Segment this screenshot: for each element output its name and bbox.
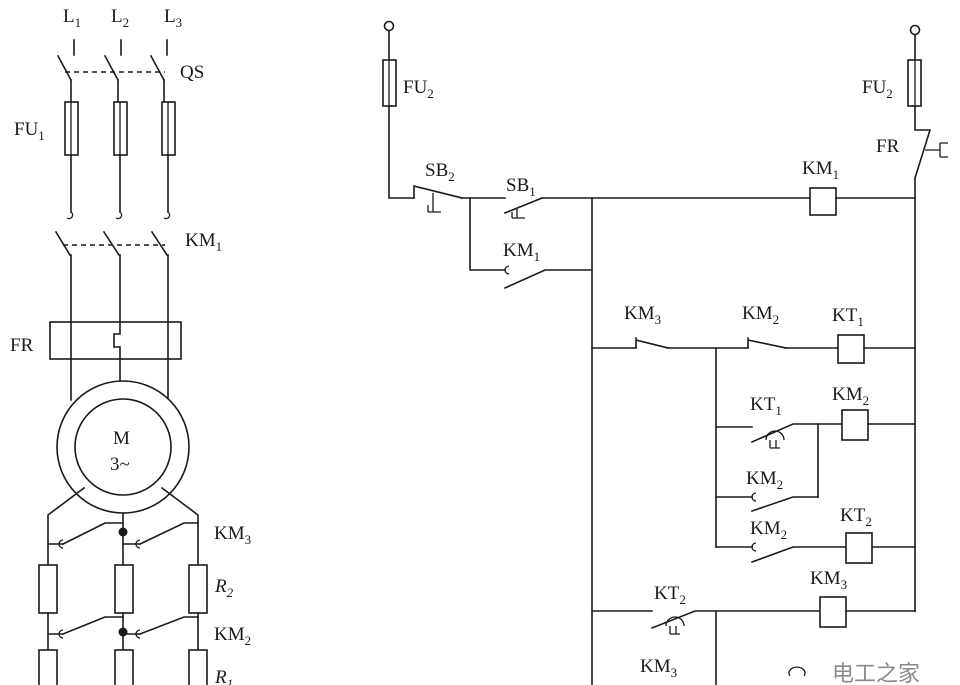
fr-control-label: FR (876, 136, 900, 157)
km3-nc-contact: KM3 (624, 303, 669, 349)
kt2-coil: KT2 (840, 505, 873, 564)
fr-control-contact: FR (876, 105, 948, 180)
motor-phases-label: 3~ (110, 454, 130, 475)
sb1-start-button: SB1 (503, 175, 544, 219)
r2-label: R2 (214, 576, 234, 600)
km1-main-label: KM1 (185, 230, 222, 254)
phase-label-l2: L2 (111, 6, 129, 30)
watermark: 电工之家 (788, 662, 920, 685)
phase-label-l3: L3 (164, 6, 182, 30)
km2-nc-label: KM2 (742, 303, 779, 327)
km2-hold-label: KM2 (746, 468, 783, 492)
km3-hold-contact: KM3 (640, 656, 677, 680)
r2-resistors: R2 (38, 564, 234, 614)
km2-short-contacts: KM2 (47, 616, 251, 648)
km1-hold-label: KM1 (503, 240, 540, 264)
motor: M 3~ (56, 380, 190, 514)
km2-main-label: KM2 (214, 624, 251, 648)
km1-coil-label: KM1 (802, 158, 839, 182)
kt1-timed-label: KT1 (750, 394, 782, 418)
kt2-timed-contact: KT2 (650, 583, 821, 635)
km2-coil-label: KM2 (832, 384, 869, 408)
kt1-coil-label: KT1 (832, 305, 864, 329)
terminal-right (909, 24, 921, 36)
km3-main-label: KM3 (214, 523, 251, 547)
fu1-label: FU1 (14, 119, 45, 143)
sb2-label: SB2 (425, 160, 455, 184)
km1-coil: KM1 (802, 158, 839, 216)
wechat-icon (788, 666, 806, 677)
km2-no-label: KM2 (750, 518, 787, 542)
sb2-stop-button: SB2 (413, 160, 463, 213)
km3-hold-label: KM3 (640, 656, 677, 680)
fr-main-label: FR (10, 335, 34, 356)
fr-thermal-relay: FR (10, 321, 182, 360)
km2-hold-contact: KM2 (746, 468, 819, 513)
km2-no-contact: KM2 (750, 518, 847, 564)
km1-main-contacts: KM1 (54, 211, 222, 257)
phase-label-l1: L1 (63, 6, 81, 30)
watermark-text: 电工之家 (832, 662, 920, 685)
r1-label: R1 (214, 667, 233, 685)
sb1-label: SB1 (506, 175, 536, 199)
qs-switch: QS (56, 54, 204, 83)
km1-hold-contact: KM1 (469, 197, 593, 290)
terminal-left (383, 20, 395, 32)
fu2-right-label: FU2 (862, 77, 893, 101)
kt1-timed-contact: KT1 (750, 394, 819, 449)
km3-short-contacts: KM3 (47, 522, 251, 549)
junction-dot (118, 627, 128, 637)
fu2-left: FU2 (382, 59, 434, 107)
kt1-coil: KT1 (832, 305, 865, 364)
km3-nc-label: KM3 (624, 303, 661, 327)
fu2-right: FU2 (862, 59, 922, 107)
control-circuit: FU2 SB2 SB1 KM1 KM1 (382, 20, 948, 685)
fu2-left-label: FU2 (403, 77, 434, 101)
kt2-coil-label: KT2 (840, 505, 872, 529)
motor-label: M (113, 428, 130, 449)
r1-resistors: R1 (38, 649, 233, 685)
km3-coil: KM3 (810, 568, 847, 628)
km3-coil-label: KM3 (810, 568, 847, 592)
fu1-fuses: FU1 (14, 101, 176, 156)
qs-label: QS (180, 62, 204, 83)
junction-dot (118, 527, 128, 537)
km2-nc-contact: KM2 (742, 303, 787, 349)
km2-coil: KM2 (832, 384, 869, 441)
kt2-timed-label: KT2 (654, 583, 686, 607)
main-circuit: L1 L2 L3 QS FU1 KM1 (10, 6, 251, 685)
